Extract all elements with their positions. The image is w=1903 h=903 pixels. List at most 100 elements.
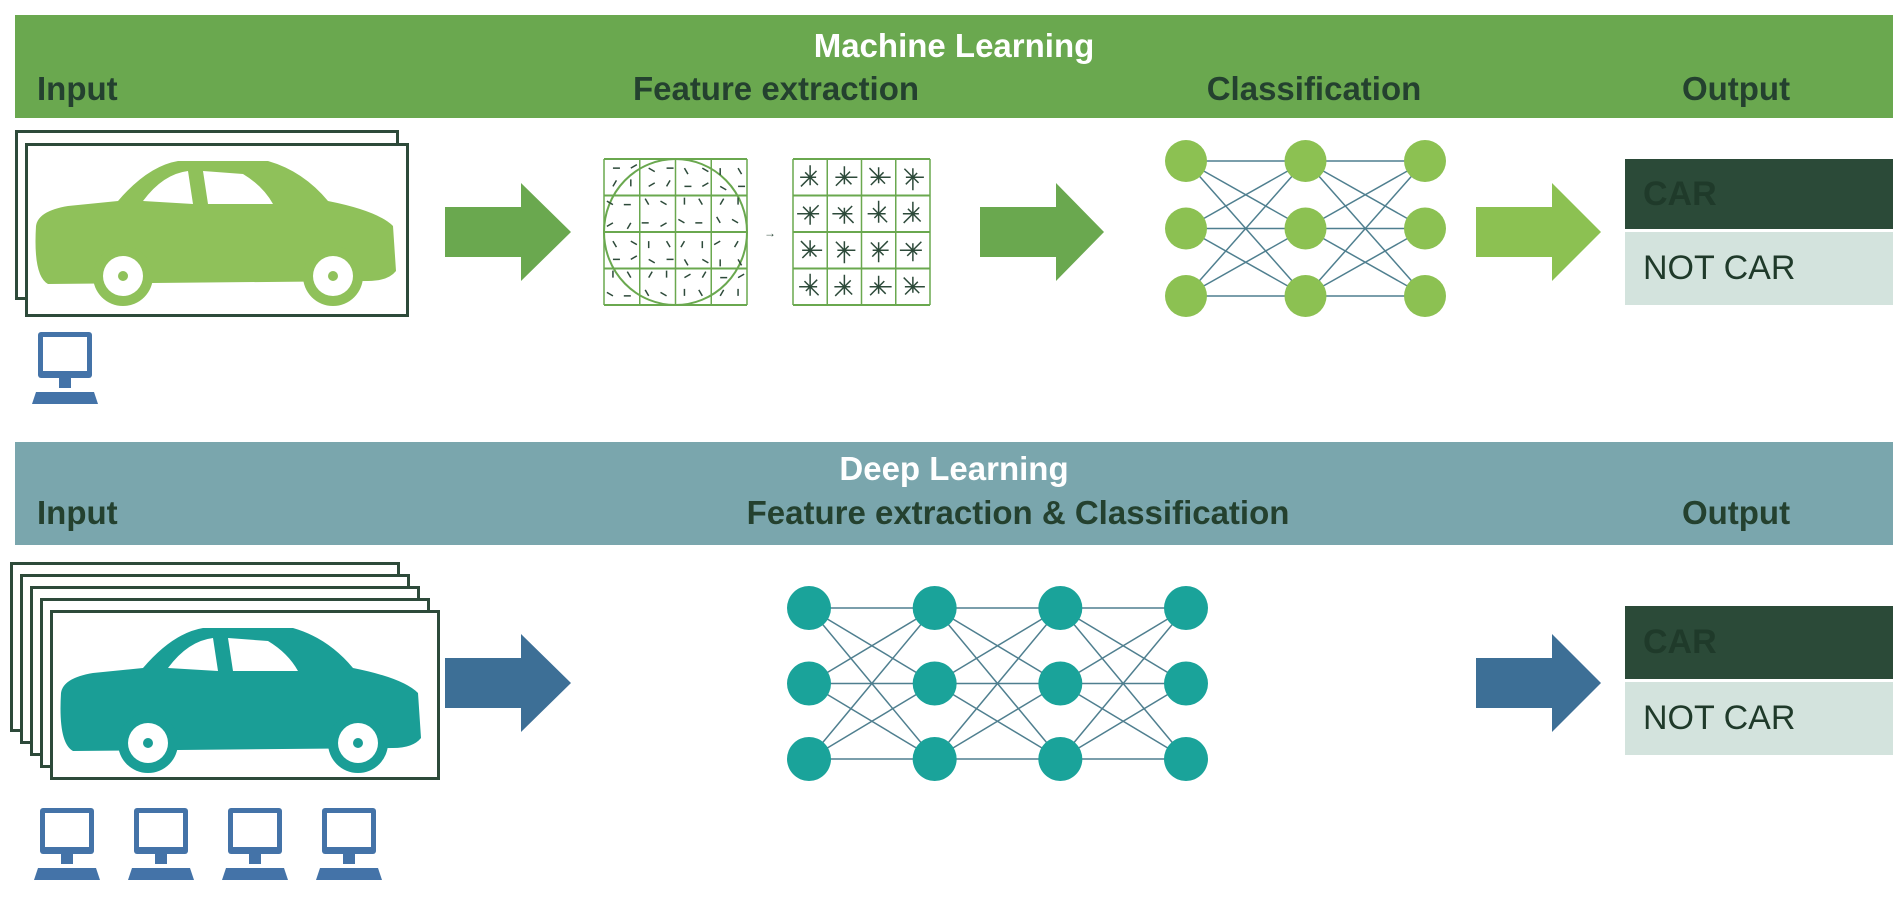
- edge: [808, 682, 936, 760]
- orientation-bin: [838, 281, 845, 288]
- small-arrow-icon: →: [764, 226, 776, 240]
- edge: [1059, 682, 1187, 760]
- gradient-vector: [612, 179, 618, 187]
- orientation-bin: [912, 241, 922, 251]
- gradient-vector: [660, 200, 667, 206]
- dl-input-frame: [50, 610, 440, 780]
- gradient-vector: [630, 163, 638, 169]
- orientation-bin: [912, 281, 919, 288]
- arrow-icon: [1476, 183, 1601, 281]
- gradient-vector: [612, 240, 618, 248]
- stand: [249, 854, 261, 864]
- node: [1165, 207, 1207, 250]
- orientation-bin: [870, 176, 880, 186]
- orientation-bin: [834, 286, 845, 297]
- orientation-bin: [800, 240, 811, 251]
- orientation-bin: [809, 279, 818, 288]
- orientation-bin: [843, 171, 851, 178]
- ml-output-not-car: NOT CAR: [1625, 232, 1893, 305]
- orientation-bin: [878, 286, 887, 295]
- gradient-vector: [719, 289, 725, 297]
- orientation-bin: [878, 171, 885, 178]
- node: [1284, 140, 1327, 182]
- gradient-vector: [719, 198, 725, 205]
- gradient-vector: [701, 258, 709, 264]
- node: [1038, 661, 1083, 706]
- gradient-vector: [648, 167, 656, 173]
- edge: [1059, 607, 1187, 685]
- keyboard: [316, 868, 382, 880]
- gradient-vector: [660, 222, 667, 228]
- orientation-bin: [912, 206, 920, 215]
- orientation-bin: [809, 204, 820, 215]
- orientation-bin: [835, 241, 845, 251]
- gradient-vector: [648, 271, 653, 278]
- node: [1165, 275, 1207, 317]
- orientation-bin: [809, 244, 816, 251]
- keyboard: [222, 868, 288, 880]
- ml-output-label: Output: [1681, 70, 1791, 107]
- wheel-hub: [328, 271, 338, 281]
- orientation-bin: [838, 213, 845, 220]
- computer-icon: [32, 332, 98, 404]
- orientation-bin: [803, 280, 811, 288]
- node: [1164, 661, 1208, 706]
- screen: [327, 813, 371, 847]
- node: [1038, 737, 1083, 781]
- wheel-hub: [143, 738, 153, 748]
- orientation-bin: [878, 213, 888, 223]
- edge: [1305, 227, 1426, 297]
- screen: [139, 813, 183, 847]
- node: [912, 661, 957, 706]
- gradient-vector: [684, 273, 691, 279]
- node: [1284, 207, 1327, 250]
- edge: [1305, 160, 1426, 230]
- deep-learning-title: Deep Learning: [839, 450, 1069, 487]
- orientation-bin: [868, 167, 880, 178]
- edge: [1185, 160, 1306, 230]
- gradient-vector: [606, 222, 614, 228]
- node: [912, 737, 957, 781]
- orientation-bin: [843, 245, 850, 251]
- gradient-vector: [606, 200, 614, 206]
- orientation-bin: [803, 213, 811, 220]
- edge: [934, 682, 1061, 760]
- ml-classification-label: Classification: [1206, 70, 1422, 107]
- orientation-bin: [809, 170, 818, 178]
- wheel-hub: [353, 738, 363, 748]
- car-window: [143, 171, 273, 204]
- gradient-vector: [660, 291, 667, 297]
- arrow-icon: [445, 183, 571, 281]
- gradient-vector: [731, 218, 739, 224]
- orientation-bin: [870, 241, 880, 251]
- orientation-bin: [843, 176, 852, 185]
- node: [1165, 140, 1207, 182]
- orientation-bin: [843, 249, 851, 257]
- orientation-bin: [843, 205, 853, 215]
- orientation-bin: [905, 176, 914, 185]
- edge: [934, 607, 1061, 760]
- machine-learning-title: Machine Learning: [813, 27, 1095, 64]
- stand: [61, 854, 73, 864]
- orientation-bin: [801, 249, 811, 259]
- gradient-vector: [713, 240, 721, 246]
- screen: [45, 813, 89, 847]
- node: [1404, 207, 1446, 250]
- orientation-bin: [804, 171, 811, 178]
- orientation-bin: [878, 176, 886, 185]
- car-icon: [35, 161, 396, 306]
- ml-classifier-network: [1165, 140, 1446, 317]
- machine-learning-header: Machine Learning Input Feature extractio…: [15, 15, 1893, 118]
- orientation-bin: [903, 168, 914, 178]
- gradient-vector: [644, 198, 650, 205]
- screen: [43, 337, 87, 371]
- stand: [59, 378, 71, 388]
- car-icon: [60, 628, 421, 773]
- node: [1038, 586, 1083, 630]
- orientation-bin: [906, 249, 914, 257]
- keyboard: [128, 868, 194, 880]
- gradient-vector: [701, 182, 709, 188]
- node: [1284, 275, 1327, 317]
- orientation-bin: [903, 213, 914, 224]
- dl-feature-classification-label: Feature extraction & Classification: [746, 494, 1290, 531]
